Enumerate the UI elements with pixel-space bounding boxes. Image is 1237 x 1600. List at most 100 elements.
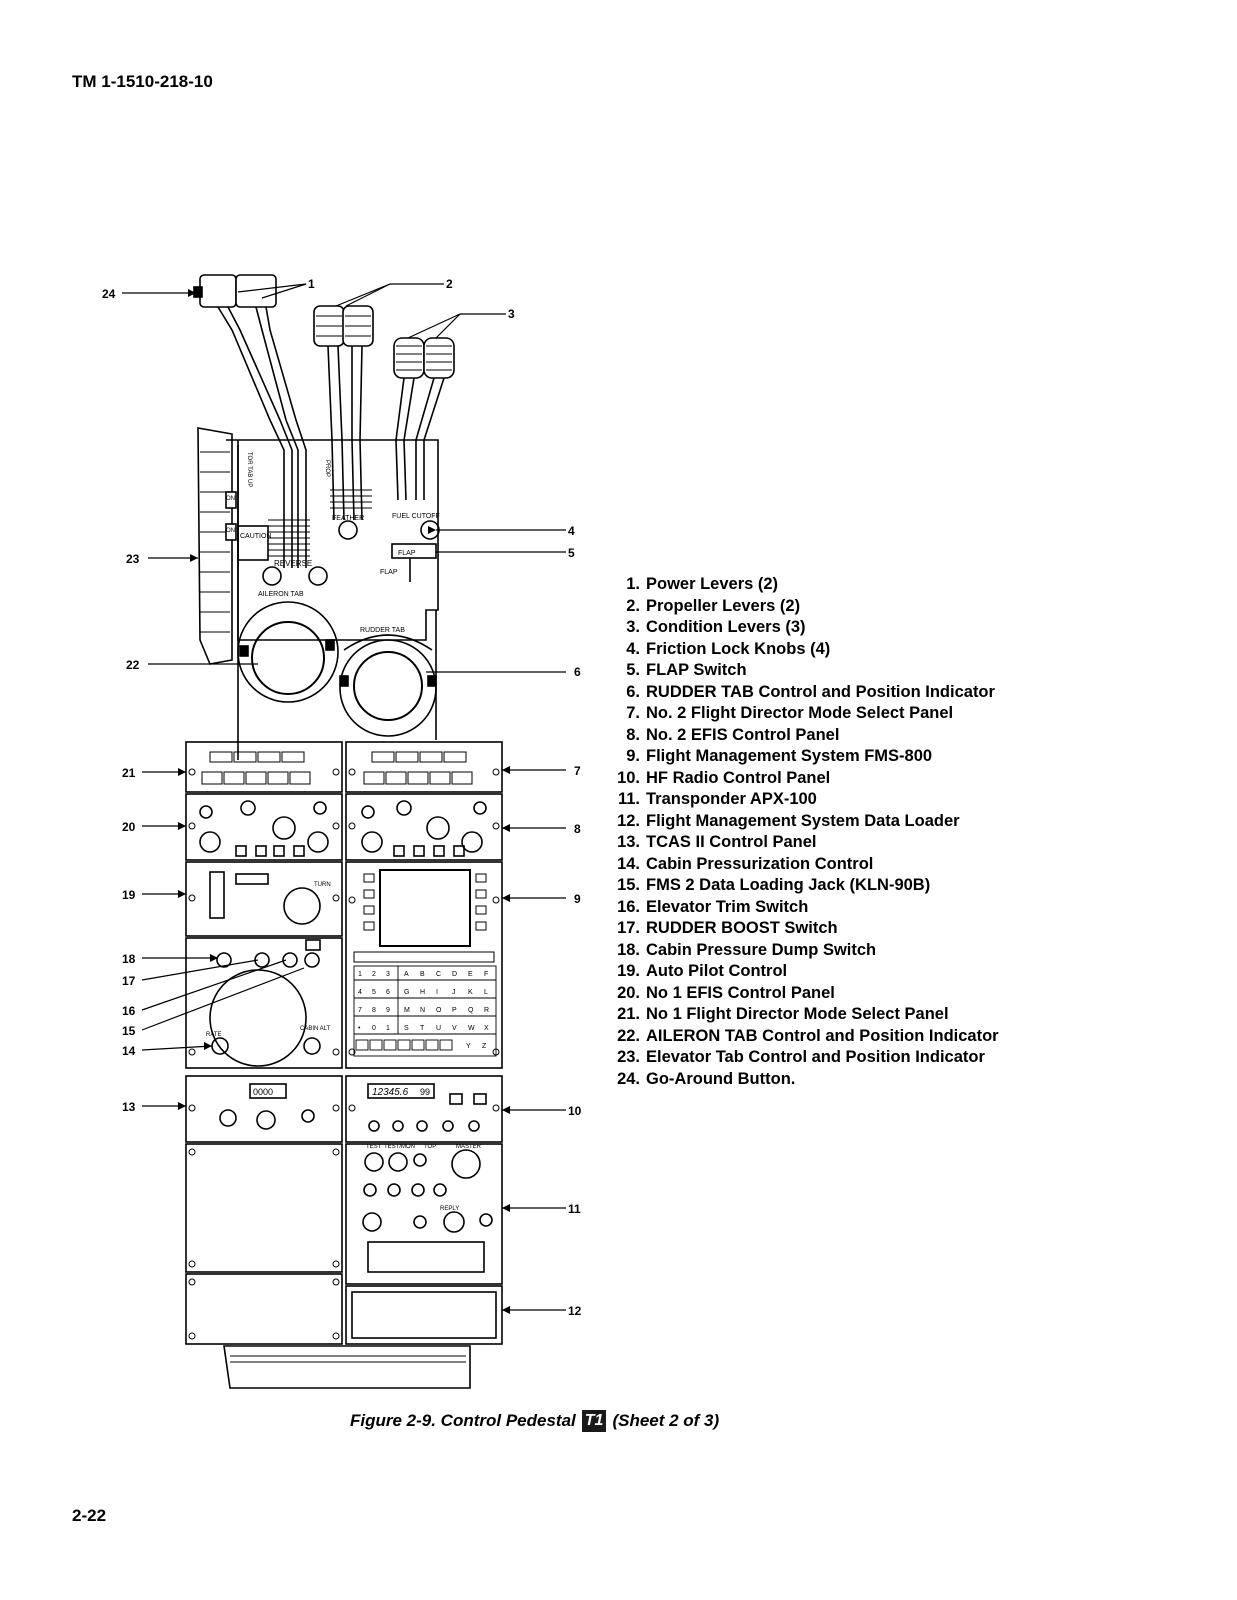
key-q[interactable]: Q <box>468 1007 474 1014</box>
legend-item: 11.Transponder APX-100 <box>610 789 999 811</box>
legend-number: 13. <box>617 833 640 851</box>
condition-lever-knob-right <box>423 337 455 379</box>
key-e[interactable]: E <box>468 971 473 978</box>
key-t[interactable]: T <box>420 1025 425 1032</box>
key-1b[interactable]: 1 <box>386 1025 390 1032</box>
cabin-alt-knob <box>303 1037 321 1055</box>
legend-item: 5.FLAP Switch <box>610 660 999 682</box>
callout-16: 16 <box>122 1004 136 1018</box>
key-j[interactable]: J <box>452 989 456 996</box>
turn-label: TURN <box>314 882 331 888</box>
elevator-tab-wheel <box>197 427 233 665</box>
key-1[interactable]: 1 <box>358 971 362 978</box>
key-n[interactable]: N <box>420 1007 425 1014</box>
cabin-alt-dial <box>209 969 307 1067</box>
callout-10: 10 <box>568 1104 582 1118</box>
data-loader-panel <box>345 1285 503 1345</box>
on-label-1: ON <box>226 496 235 502</box>
legend-text: Elevator Tab Control and Position Indica… <box>646 1048 985 1066</box>
legend-text: No 1 EFIS Control Panel <box>646 983 835 1002</box>
callout-23: 23 <box>126 552 140 566</box>
key-5[interactable]: 5 <box>372 989 376 996</box>
legend-number: 5. <box>626 661 640 679</box>
key-u[interactable]: U <box>436 1025 441 1032</box>
key-i[interactable]: I <box>436 989 438 996</box>
legend-item: 21.No 1 Flight Director Mode Select Pane… <box>610 1004 999 1026</box>
aileron-tab-label: AILERON TAB <box>258 591 304 598</box>
key-7[interactable]: 7 <box>358 1007 362 1014</box>
key-dot[interactable]: • <box>358 1025 361 1032</box>
rudder-tab-knob <box>353 651 423 721</box>
legend-item: 20. No 1 EFIS Control Panel <box>610 983 999 1005</box>
legend-text: RUDDER BOOST Switch <box>646 919 838 937</box>
key-r[interactable]: R <box>484 1007 489 1014</box>
key-8[interactable]: 8 <box>372 1007 376 1014</box>
key-0[interactable]: 0 <box>372 1025 376 1032</box>
legend-number: 10. <box>617 768 640 787</box>
legend-number: 9. <box>626 747 640 765</box>
callout-22: 22 <box>126 658 140 672</box>
rate-label: RATE <box>206 1032 222 1038</box>
callout-1: 1 <box>308 277 315 291</box>
control-pedestal-diagram: 24 1 2 3 4 5 23 22 6 21 7 20 8 19 9 18 1… <box>102 274 582 1389</box>
aileron-tab-knob <box>251 621 325 695</box>
legend-item: 19.Auto Pilot Control <box>610 961 999 983</box>
key-2[interactable]: 2 <box>372 971 376 978</box>
legend-number: 20. <box>617 983 640 1002</box>
key-c[interactable]: C <box>436 971 441 978</box>
legend-item: 12.Flight Management System Data Loader <box>610 811 999 833</box>
key-a[interactable]: A <box>404 971 409 978</box>
legend-number: 11. <box>617 790 640 808</box>
key-g[interactable]: G <box>404 989 409 996</box>
legend-text: Propeller Levers (2) <box>646 596 801 615</box>
key-6[interactable]: 6 <box>386 989 390 996</box>
hf-channel-display: 99 <box>420 1087 430 1097</box>
legend-text: FMS 2 Data Loading Jack (KLN-90B) <box>646 876 931 894</box>
key-s[interactable]: S <box>404 1025 409 1032</box>
key-o[interactable]: O <box>436 1007 442 1014</box>
key-3[interactable]: 3 <box>386 971 390 978</box>
key-b[interactable]: B <box>420 971 425 978</box>
feather-label: FEATHER <box>332 515 364 522</box>
legend-number: 7. <box>626 704 640 722</box>
page-number: 2-22 <box>72 1506 107 1525</box>
legend-item: 8.No. 2 EFIS Control Panel <box>610 725 999 747</box>
key-w[interactable]: W <box>468 1025 475 1032</box>
test-label: TEST <box>366 1144 382 1150</box>
efis-panel-2 <box>345 793 503 861</box>
key-k[interactable]: K <box>468 989 473 996</box>
key-d[interactable]: D <box>452 971 457 978</box>
fd-mode-panel-1 <box>185 741 343 793</box>
key-v[interactable]: V <box>452 1025 457 1032</box>
legend-item: 17.RUDDER BOOST Switch <box>610 918 999 940</box>
key-p[interactable]: P <box>452 1007 457 1014</box>
caution-label: CAUTION <box>240 533 272 540</box>
keypad-row-4: • 0 1 S T U V W X <box>358 1025 489 1032</box>
legend-number: 4. <box>626 639 640 658</box>
fd-mode-panel-2 <box>345 741 503 793</box>
legend-number: 19. <box>617 962 640 980</box>
key-4[interactable]: 4 <box>358 989 362 996</box>
aileron-tab-dial <box>237 601 339 703</box>
key-y[interactable]: Y <box>466 1043 471 1050</box>
blank-panel-1 <box>185 1143 343 1273</box>
flap-label: FLAP <box>380 569 398 576</box>
key-m[interactable]: M <box>404 1007 410 1014</box>
key-9[interactable]: 9 <box>386 1007 390 1014</box>
key-x[interactable]: X <box>484 1025 489 1032</box>
key-h[interactable]: H <box>420 989 425 996</box>
key-l[interactable]: L <box>484 989 488 996</box>
tcas-display: 0000 <box>253 1087 273 1097</box>
callout-5: 5 <box>568 546 575 560</box>
callout-6: 6 <box>574 665 581 679</box>
hf-frequency-display: 12345.6 <box>372 1087 409 1098</box>
legend-text: HF Radio Control Panel <box>646 768 831 787</box>
key-f[interactable]: F <box>484 971 488 978</box>
legend-number: 18. <box>617 940 640 959</box>
flap-switch <box>391 543 437 559</box>
key-z[interactable]: Z <box>482 1043 487 1050</box>
keypad-row-5: Y Z <box>466 1043 487 1050</box>
top-label: TOP <box>424 1144 436 1150</box>
callout-17: 17 <box>122 974 136 988</box>
legend-number: 24. <box>617 1069 640 1088</box>
